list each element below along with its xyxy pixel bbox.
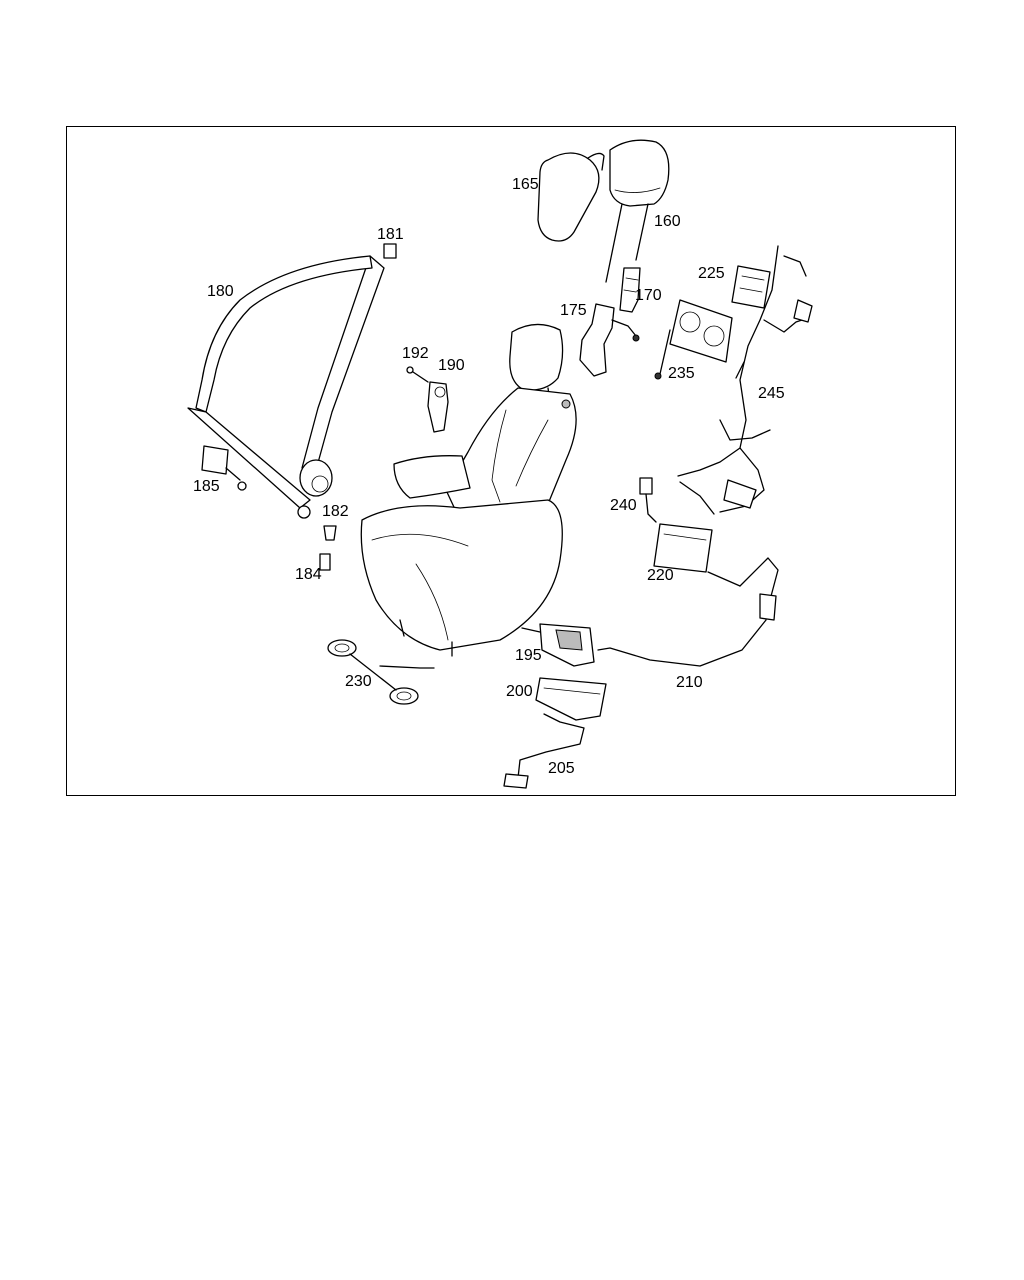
part-230-speakers: [327, 639, 435, 705]
callout-195: 195: [515, 647, 542, 664]
seat-assembly: [360, 323, 577, 657]
part-220-module: [653, 523, 713, 573]
part-165-headrest-cushion: [537, 152, 605, 242]
part-200-control-unit: [535, 677, 607, 721]
callout-185: 185: [193, 478, 220, 495]
callout-210: 210: [676, 674, 703, 691]
part-170-guide-tube: [619, 267, 641, 313]
callout-182: 182: [322, 503, 349, 520]
callout-192: 192: [402, 345, 429, 362]
callout-181: 181: [377, 226, 404, 243]
callout-175: 175: [560, 302, 587, 319]
diagram-frame: [66, 126, 956, 796]
callout-235: 235: [668, 365, 695, 382]
part-180-seat-belt: [187, 255, 385, 519]
part-240-connector: [639, 477, 657, 523]
part-160-headrest: [605, 139, 670, 283]
callout-230: 230: [345, 673, 372, 690]
part-184-bolt: [319, 553, 331, 571]
callout-190: 190: [438, 357, 465, 374]
callout-205: 205: [548, 760, 575, 777]
part-181-fastener: [383, 243, 397, 259]
part-182-bolt: [323, 525, 337, 541]
part-192-screw: [406, 366, 429, 383]
callout-220: 220: [647, 567, 674, 584]
part-185-buckle: [201, 445, 247, 491]
callout-225: 225: [698, 265, 725, 282]
callout-184: 184: [295, 566, 322, 583]
callout-245: 245: [758, 385, 785, 402]
part-245-wiring-harness: [677, 245, 813, 515]
part-195-unit: [521, 623, 595, 667]
part-190-motor: [427, 381, 449, 433]
part-225-control-module: [731, 265, 771, 309]
part-210-cable: [597, 557, 779, 667]
part-205-harness: [503, 713, 585, 789]
part-235-heater-mats: [654, 299, 733, 380]
callout-180: 180: [207, 283, 234, 300]
part-175-bracket: [579, 303, 640, 377]
callout-170: 170: [635, 287, 662, 304]
callout-200: 200: [506, 683, 533, 700]
callout-165: 165: [512, 176, 539, 193]
callout-160: 160: [654, 213, 681, 230]
callout-240: 240: [610, 497, 637, 514]
